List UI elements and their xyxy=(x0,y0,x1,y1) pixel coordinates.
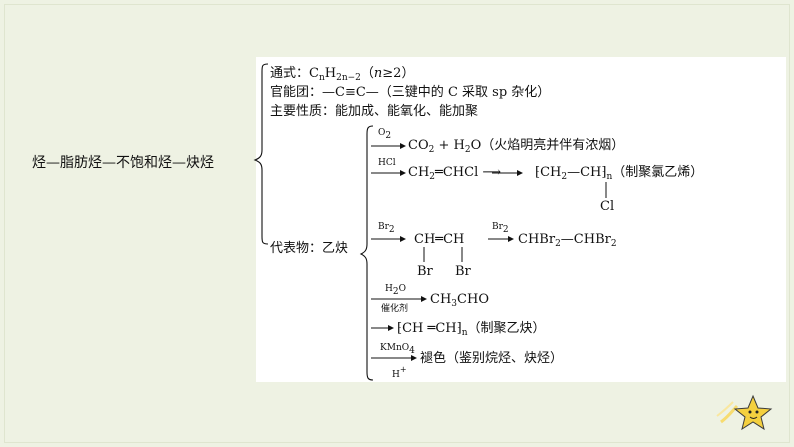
reagent-br2-second: Br2 xyxy=(492,222,509,235)
substituent-br-2: Br xyxy=(455,264,471,279)
reagent-br2: Br2 xyxy=(378,222,395,235)
substituent-cl: Cl xyxy=(600,199,615,214)
reaction-hcl-addition: CH2═CHCl ⟶ xyxy=(408,165,502,182)
substituent-br-1: Br xyxy=(417,264,433,279)
star-icon xyxy=(716,394,773,431)
reagent-kmno4: KMnO4 xyxy=(380,343,415,356)
representative: 代表物：乙炔 xyxy=(270,241,349,256)
slide-border xyxy=(4,4,790,443)
polymer-pvc: ⁅CH2—CH⁆n（制聚氯乙烯） xyxy=(535,165,704,182)
reaction-combustion: CO2 + H2O（火焰明亮并伴有浓烟） xyxy=(408,138,625,155)
main-properties: 主要性质：能加成、能氧化、能加聚 xyxy=(270,104,479,119)
dibromoethene: CH═CH xyxy=(414,232,465,247)
tetrabromoethane: CHBr2—CHBr2 xyxy=(518,232,617,249)
reagent-o2: O2 xyxy=(378,128,392,141)
content-panel xyxy=(256,57,786,382)
acetaldehyde: CH3CHO xyxy=(430,292,489,309)
catalyst-label: 催化剂 xyxy=(381,304,409,314)
oxidation-result: 褪色（鉴别烷烃、炔烃） xyxy=(420,351,564,366)
reagent-h2o: H2O xyxy=(385,284,406,297)
general-formula: 通式：CnH2n−2（n≥2） xyxy=(270,66,415,83)
root-label: 烃—脂肪烃—不饱和烃—炔烃 xyxy=(32,155,214,171)
reagent-hcl: HCl xyxy=(378,158,396,168)
functional-group: 官能团：—C≡C—（三键中的 C 采取 sp 杂化） xyxy=(270,85,551,100)
reagent-acid: H+ xyxy=(392,365,407,380)
polyacetylene: ⁅CH ═CH⁆n（制聚乙炔） xyxy=(397,321,546,338)
